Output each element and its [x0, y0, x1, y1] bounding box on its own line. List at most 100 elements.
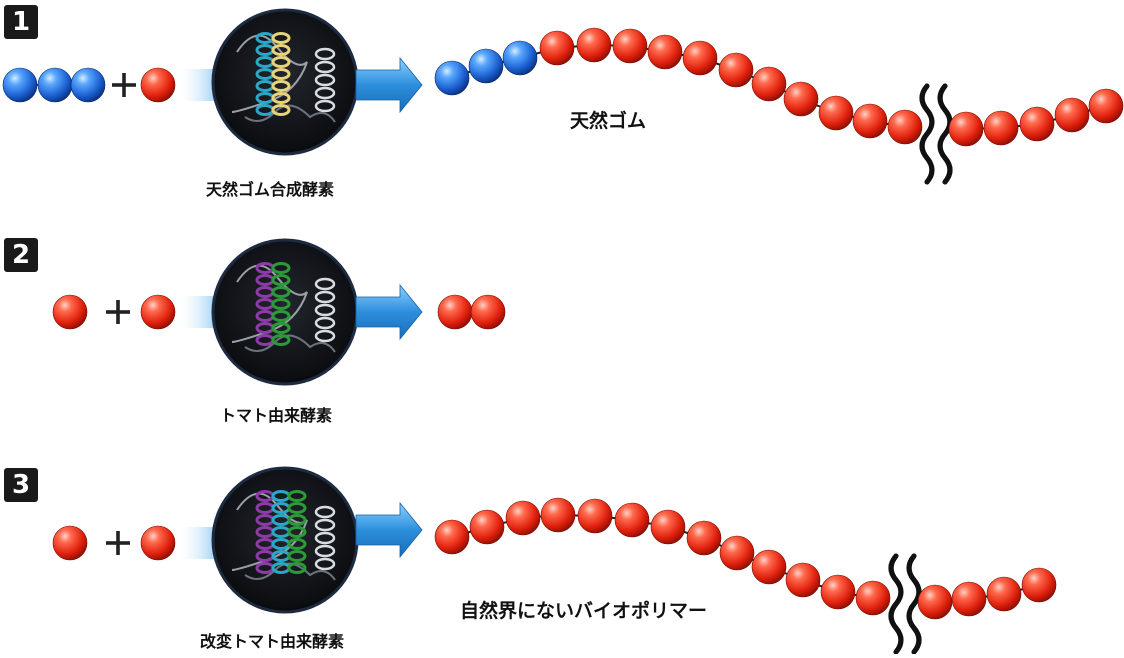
helix-coil	[314, 505, 336, 519]
monomer-bead	[614, 502, 650, 538]
plus-bar-v	[116, 300, 120, 324]
product-label-3: 自然界にないバイオポリマー	[460, 600, 708, 622]
helix-coil	[287, 562, 307, 574]
monomer-bead	[1088, 88, 1124, 124]
helix-coil	[271, 92, 291, 104]
helix-coil	[314, 531, 336, 545]
helix-coil	[271, 262, 291, 274]
helix-coil	[271, 286, 291, 298]
product-chain-biopolymer	[434, 497, 891, 616]
break-wave	[937, 83, 953, 185]
monomer-bead	[539, 30, 575, 66]
monomer-bead	[1054, 97, 1090, 133]
plus-sign	[106, 300, 130, 324]
enzyme-label-1: 天然ゴム合成酵素	[206, 180, 335, 199]
break-gap	[932, 94, 940, 174]
helix-coil	[314, 557, 336, 571]
backbone-ribbon	[231, 492, 308, 571]
step-number-2: 2	[4, 238, 38, 272]
plus-sign	[106, 531, 130, 555]
monomer-bead	[751, 66, 787, 102]
monomer-bead	[682, 40, 718, 76]
helix-coil	[271, 32, 291, 44]
backbone-ribbon	[231, 34, 308, 113]
monomer-bead	[718, 52, 754, 88]
helix-coil	[271, 68, 291, 80]
helix-coil	[314, 544, 336, 558]
break-wave	[888, 553, 904, 655]
monomer-bead	[855, 580, 891, 616]
helix-coil	[271, 44, 291, 56]
monomer-bead	[785, 562, 821, 598]
monomer-bead	[650, 509, 686, 545]
monomer-bead	[783, 81, 819, 117]
monomer-bead	[612, 28, 648, 64]
monomer-bead	[948, 111, 984, 147]
break-wave	[919, 83, 935, 185]
product-chain-natural-rubber-end	[948, 88, 1124, 147]
monomer-bead	[577, 498, 613, 534]
helix-coil	[287, 550, 307, 562]
monomer-bead	[818, 95, 854, 131]
helix-coil	[287, 490, 307, 502]
helix-coil	[314, 60, 336, 74]
monomer-bead	[37, 67, 73, 103]
substrate-red-bead	[140, 294, 176, 330]
monomer-bead	[983, 110, 1019, 146]
monomer-bead	[540, 497, 576, 533]
helix-coil	[271, 298, 291, 310]
step-number-3: 3	[4, 468, 38, 502]
monomer-bead	[751, 549, 787, 585]
monomer-bead	[576, 27, 612, 63]
helix-coil	[314, 329, 336, 343]
enzyme-natural-rubber	[211, 8, 359, 156]
helix-coil	[271, 310, 291, 322]
product-chain-natural-rubber	[434, 27, 923, 145]
helix-coil	[314, 316, 336, 330]
product-chain-biopolymer-end	[917, 567, 1057, 620]
helix-coil	[271, 274, 291, 286]
monomer-bead	[986, 576, 1022, 612]
monomer-bead	[820, 574, 856, 610]
enzyme-label-2: トマト由来酵素	[220, 406, 333, 425]
chain-break-mark	[888, 553, 922, 655]
helix-coil	[287, 538, 307, 550]
monomer-bead	[469, 509, 505, 545]
helix-coil	[271, 104, 291, 116]
helix-coil	[314, 47, 336, 61]
helix-coil	[287, 514, 307, 526]
plus-bar-v	[116, 531, 120, 555]
backbone-ribbon	[231, 264, 308, 343]
substrate-red-bead	[52, 525, 88, 561]
helix-coil	[314, 277, 336, 291]
helix-coil	[314, 303, 336, 317]
monomer-bead	[647, 34, 683, 70]
helix-coil	[271, 80, 291, 92]
substrate-red-bead	[140, 525, 176, 561]
backbone-ribbon	[244, 104, 336, 123]
substrate-red-bead	[140, 67, 176, 103]
plus-bar-v	[122, 73, 126, 97]
monomer-bead	[852, 103, 888, 139]
monomer-bead	[434, 519, 470, 555]
product-dimer	[437, 294, 506, 330]
backbone-ribbon	[244, 334, 336, 353]
monomer-bead	[951, 581, 987, 617]
product-arrow	[355, 501, 423, 559]
product-label-1: 天然ゴム	[570, 110, 647, 132]
monomer-bead	[468, 48, 504, 84]
monomer-bead	[1021, 567, 1057, 603]
substrate-red-bead	[52, 294, 88, 330]
helix-coil	[271, 334, 291, 346]
monomer-bead	[1019, 106, 1055, 142]
enzyme-tomato	[211, 238, 359, 386]
product-arrow	[355, 56, 423, 114]
monomer-bead	[70, 67, 106, 103]
helix-coil	[314, 290, 336, 304]
helix-coil	[314, 518, 336, 532]
helix-coil	[314, 86, 336, 100]
helix-coil	[314, 73, 336, 87]
step-number-1: 1	[4, 5, 38, 39]
